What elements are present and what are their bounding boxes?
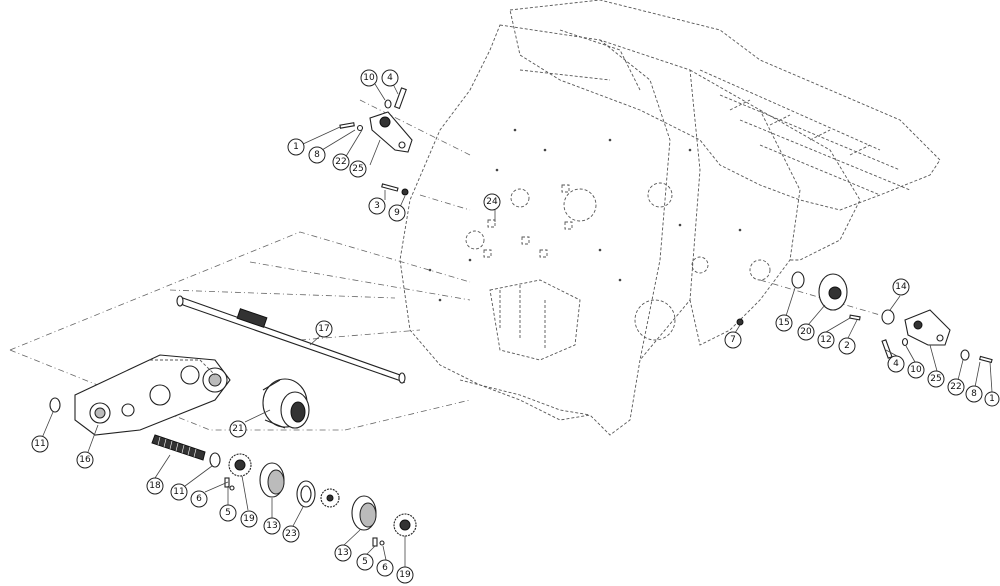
callout-21: 21 [229,420,247,438]
callout-25: 25 [927,370,945,388]
callout-label: 15 [778,318,789,328]
callout-2: 2 [838,337,856,355]
callout-8: 8 [965,385,983,403]
callout-label: 13 [266,521,277,531]
callout-label: 1 [293,142,299,152]
callout-5: 5 [356,553,374,571]
callout-label: 18 [149,481,161,491]
callout-label: 24 [486,197,498,207]
callout-18: 18 [146,477,164,495]
callout-label: 11 [34,439,45,449]
callout-label: 6 [196,494,202,504]
lower-parts [49,397,417,547]
callout-label: 22 [950,382,961,392]
callout-13: 13 [263,517,281,535]
drive-shaft [176,295,406,384]
callout-22: 22 [947,378,965,396]
callout-label: 4 [387,73,393,83]
callout-23: 23 [282,525,300,543]
callout-4: 4 [887,355,905,373]
callout-10: 10 [907,361,925,379]
callout-8: 8 [308,146,326,164]
callout-16: 16 [76,451,94,469]
callout-label: 6 [382,563,388,573]
callout-5: 5 [219,504,237,522]
callout-label: 5 [362,557,368,567]
callout-24: 24 [483,193,501,211]
callout-1: 1 [287,138,305,156]
callout-label: 19 [243,514,255,524]
callout-15: 15 [775,314,793,332]
callout-19: 19 [396,566,414,584]
callout-4: 4 [381,69,399,87]
callout-19: 19 [240,510,258,528]
callout-label: 8 [971,389,977,399]
callout-20: 20 [797,323,815,341]
callout-label: 23 [285,529,296,539]
callout-label: 3 [374,201,380,211]
guide-lines [9,99,881,431]
gearbox-housing [74,354,231,436]
callout-17: 17 [315,320,333,338]
callout-22: 22 [332,153,350,171]
callout-label: 11 [173,487,184,497]
callout-7: 7 [724,331,742,349]
callout-layer: 10 4 1 8 22 25 3 9 24 17 11 16 21 18 11 … [31,69,1000,584]
callout-label: 2 [844,341,850,351]
callout-label: 9 [394,208,400,218]
callout-11: 11 [170,483,188,501]
callout-label: 20 [800,327,812,337]
callout-label: 17 [318,324,329,334]
main-frame [399,0,941,436]
callout-label: 7 [730,335,736,345]
callout-9: 9 [388,204,406,222]
callout-13: 13 [334,544,352,562]
callout-12: 12 [817,331,835,349]
callout-label: 25 [352,164,363,174]
callout-label: 8 [314,150,320,160]
callout-label: 19 [399,570,411,580]
callout-3: 3 [368,197,386,215]
callout-label: 22 [335,157,346,167]
top-bracket-assembly [339,87,413,196]
callout-6: 6 [376,559,394,577]
splined-shaft [151,434,206,461]
callout-25: 25 [349,160,367,178]
callout-label: 10 [363,73,375,83]
callout-label: 13 [337,548,348,558]
callout-10: 10 [360,69,378,87]
callout-6: 6 [190,490,208,508]
bearing-assembly [262,378,310,429]
callout-label: 16 [79,455,91,465]
callout-label: 14 [895,282,907,292]
callout-label: 5 [225,508,231,518]
callout-11: 11 [31,435,49,453]
callout-label: 10 [910,365,922,375]
callout-label: 12 [820,335,831,345]
callout-label: 1 [989,394,995,404]
callout-label: 4 [893,359,899,369]
right-hub-assembly [736,271,993,364]
callout-label: 25 [930,374,941,384]
callout-1: 1 [984,391,1000,407]
leader-lines [41,83,993,567]
callout-14: 14 [892,278,910,296]
callout-label: 21 [232,424,243,434]
